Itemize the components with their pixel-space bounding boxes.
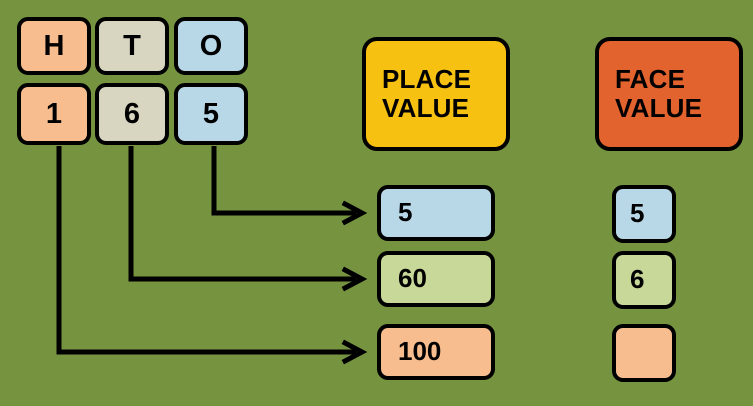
place-value-header: PLACE VALUE: [362, 37, 510, 151]
digit-hundreds: 1: [17, 83, 91, 145]
face-value-header: FACE VALUE: [595, 37, 743, 151]
connector-hundreds-to-place-value: [56, 146, 368, 365]
connector-tens-to-place-value: [128, 146, 368, 292]
digit-ones: 5: [174, 83, 248, 145]
place-value-result-tens: 60: [377, 251, 495, 307]
place-value-result-ones: 5: [377, 185, 495, 241]
column-header-tens: T: [95, 17, 169, 75]
face-value-result-tens: 6: [612, 251, 676, 309]
connector-ones-to-place-value: [211, 146, 368, 226]
digit-tens: 6: [95, 83, 169, 145]
column-header-ones: O: [174, 17, 248, 75]
place-value-result-hundreds: 100: [377, 324, 495, 380]
face-value-result-hundreds: [612, 324, 676, 382]
column-header-hundreds: H: [17, 17, 91, 75]
face-value-result-ones: 5: [612, 185, 676, 243]
